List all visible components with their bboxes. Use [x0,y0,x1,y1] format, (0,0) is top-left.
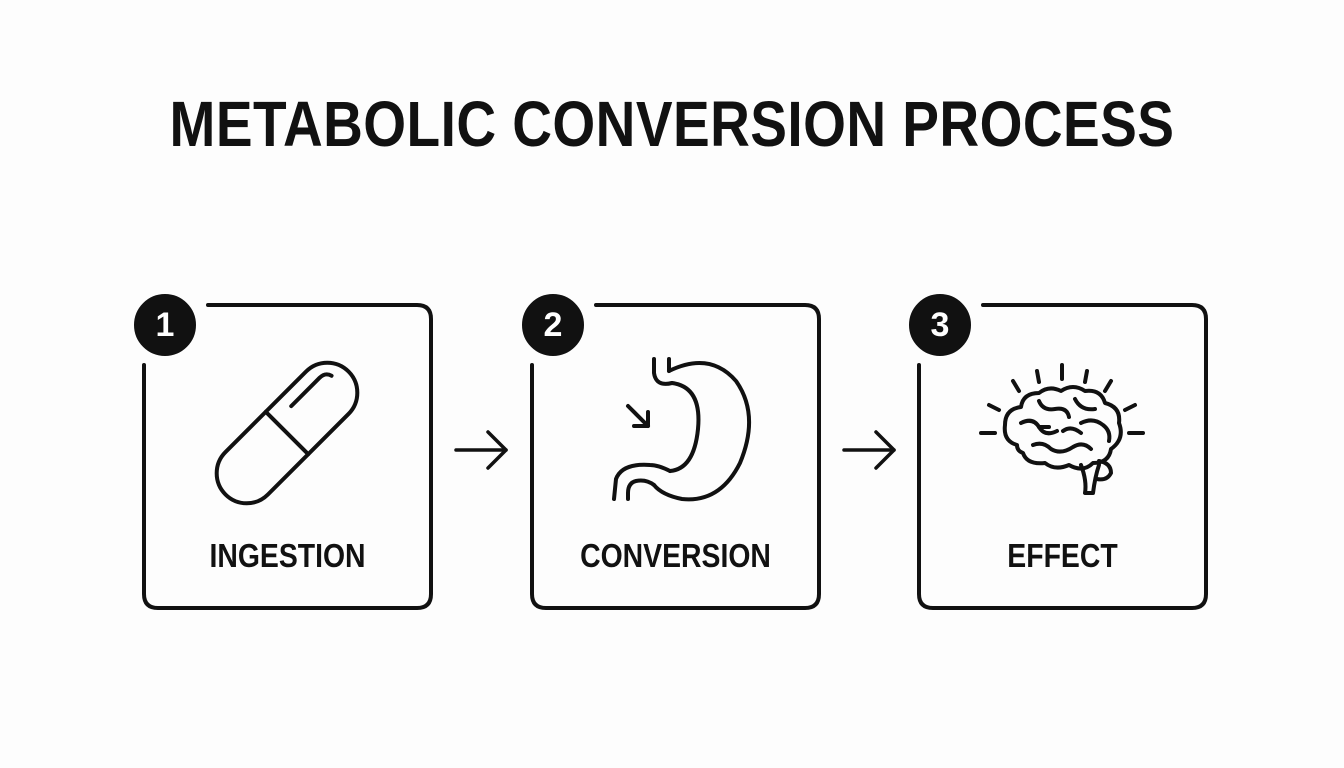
brain-icon [979,363,1145,495]
right-arrow-icon [842,430,896,470]
step-frame [530,303,821,610]
step-number-badge: 1 [130,290,200,360]
step-frame [142,303,433,610]
right-arrow-icon [454,430,508,470]
step-label: INGESTION [209,537,366,574]
step-card-effect: 3 [905,290,1208,610]
capsule-icon [214,360,360,506]
diagram-title: METABOLIC CONVERSION PROCESS [169,88,1175,160]
step-number-badge: 3 [905,290,975,360]
step-label: CONVERSION [580,537,771,574]
step-card-ingestion: 1 INGESTION [130,290,433,610]
step-frame [917,303,1208,610]
stomach-icon [612,357,751,502]
step-number-badge: 2 [518,290,588,360]
step-label: EFFECT [1007,537,1118,574]
step-card-conversion: 2 CONVERSION [518,290,821,610]
